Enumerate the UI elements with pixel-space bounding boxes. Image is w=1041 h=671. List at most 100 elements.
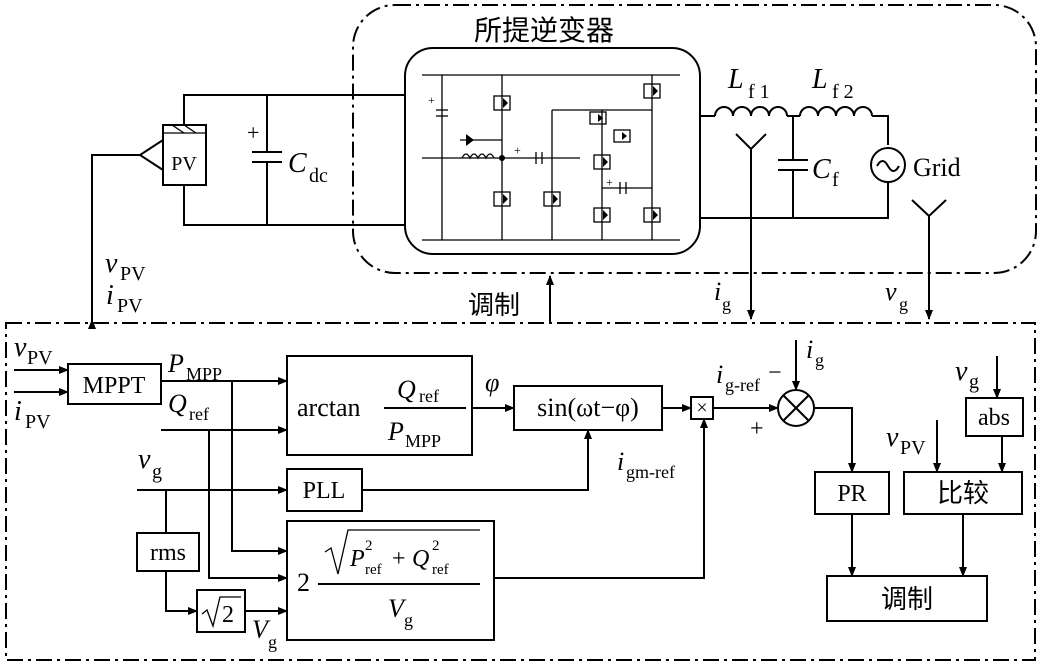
- vg-sensor: [911, 199, 947, 218]
- pmpp-label: P: [167, 349, 184, 378]
- pv-panel: PV: [162, 124, 207, 186]
- pv-label: PV: [171, 153, 197, 175]
- pr-label: PR: [837, 481, 866, 507]
- pr-block: [814, 471, 890, 515]
- sqrt2-label: 2: [222, 602, 234, 628]
- svg-text:g: g: [815, 350, 824, 370]
- vg-label: v: [885, 277, 897, 306]
- arctan-block: [286, 355, 473, 456]
- svg-text:PV: PV: [117, 295, 143, 317]
- filter-inductor-lf2: L f 2: [799, 64, 873, 117]
- svg-text:PV: PV: [25, 411, 51, 433]
- cdc-label: C: [288, 148, 307, 179]
- inverter-title: 所提逆变器: [474, 14, 614, 47]
- svg-text:PV: PV: [900, 437, 926, 459]
- abs-label: abs: [978, 405, 1010, 431]
- inverter-enclosure: [352, 4, 1037, 274]
- ig-feedback-label: i: [806, 335, 813, 364]
- multiplier-symbol: ×: [696, 397, 707, 419]
- mppt-vpv-input-label: v: [14, 332, 27, 363]
- dc-link-capacitor: + C dc: [247, 95, 328, 225]
- sin-label: sin(ωt−φ): [537, 393, 639, 422]
- amp-coef: 2: [297, 568, 310, 597]
- svg-text:g: g: [969, 371, 979, 393]
- svg-text:P: P: [349, 546, 365, 572]
- svg-text:f 1: f 1: [748, 81, 770, 103]
- compare-block: [903, 471, 1023, 515]
- svg-text:f: f: [832, 169, 839, 191]
- svg-text:dc: dc: [309, 165, 328, 187]
- ig-sensor: [735, 133, 767, 151]
- svg-text:+: +: [514, 143, 521, 157]
- sqrt2-block: [196, 589, 246, 633]
- svg-text:Q: Q: [412, 546, 429, 572]
- svg-text:g-ref: g-ref: [725, 375, 760, 395]
- igref-label: i: [716, 360, 723, 389]
- arctan-label: arctan: [297, 393, 361, 422]
- minus-sign: −: [768, 360, 782, 386]
- compare-label: 比较: [937, 479, 989, 509]
- vg-abs-label: v: [955, 356, 968, 387]
- svg-text:+: +: [428, 93, 435, 107]
- rms-block: [136, 532, 200, 572]
- summing-junction: [777, 389, 815, 427]
- plus-sign: +: [750, 416, 764, 442]
- qref-label: Q: [168, 389, 187, 418]
- lf1-label: L: [727, 64, 744, 95]
- svg-text:ref: ref: [419, 386, 439, 406]
- svg-text:g: g: [152, 461, 162, 483]
- vpv-compare-label: v: [886, 422, 899, 453]
- svg-text:+: +: [606, 175, 613, 189]
- controller-enclosure: [5, 322, 1036, 661]
- sin-block: [513, 385, 663, 431]
- ipv-feed-label: i: [106, 280, 114, 311]
- svg-text:V: V: [388, 594, 407, 623]
- cf-label: C: [812, 154, 831, 185]
- svg-text:ref: ref: [432, 562, 449, 578]
- pll-block: [286, 468, 363, 512]
- svg-text:f 2: f 2: [832, 81, 854, 103]
- svg-text:g: g: [722, 294, 731, 314]
- svg-text:+: +: [392, 546, 406, 572]
- filter-inductor-lf1: L f 1: [714, 64, 788, 117]
- abs-block: [965, 397, 1024, 437]
- svg-text:PV: PV: [120, 263, 146, 285]
- svg-text:g: g: [899, 294, 908, 314]
- grid-source: Grid: [870, 147, 961, 183]
- svg-text:+: +: [247, 120, 259, 145]
- svg-text:ref: ref: [365, 562, 382, 578]
- lf2-label: L: [811, 64, 828, 95]
- ig-label: i: [714, 277, 721, 306]
- vg-input-label: v: [138, 444, 151, 475]
- svg-text:MPP: MPP: [186, 364, 222, 384]
- svg-text:2: 2: [432, 538, 440, 554]
- svg-text:Q: Q: [397, 375, 416, 404]
- modulation-block-label: 调制: [881, 585, 933, 615]
- grid-label: Grid: [913, 153, 961, 182]
- rms-label: rms: [150, 540, 186, 566]
- svg-text:P: P: [387, 417, 404, 446]
- svg-text:MPP: MPP: [405, 431, 441, 451]
- svg-text:2: 2: [365, 538, 373, 554]
- mppt-block: [67, 363, 162, 405]
- pv-sensor: [138, 139, 164, 171]
- inverter-switch-network: + + +: [422, 74, 680, 241]
- phi-label: φ: [485, 368, 499, 397]
- mppt-label: MPPT: [83, 373, 146, 399]
- svg-text:ref: ref: [189, 404, 209, 424]
- pll-label: PLL: [303, 478, 346, 504]
- vpv-feed-label: v: [105, 248, 118, 279]
- svg-text:PV: PV: [27, 347, 53, 369]
- igmref-label: i: [617, 447, 624, 476]
- modulation-block: [826, 575, 988, 622]
- amplitude-block: [286, 520, 495, 641]
- svg-text:g: g: [404, 610, 413, 630]
- vg-cap-label: V: [252, 615, 271, 644]
- svg-text:g: g: [268, 632, 277, 652]
- filter-capacitor-cf: C f: [778, 116, 839, 218]
- svg-text:gm-ref: gm-ref: [626, 462, 675, 482]
- modulation-signal-label: 调制: [468, 291, 520, 321]
- mppt-ipv-input-label: i: [14, 396, 22, 427]
